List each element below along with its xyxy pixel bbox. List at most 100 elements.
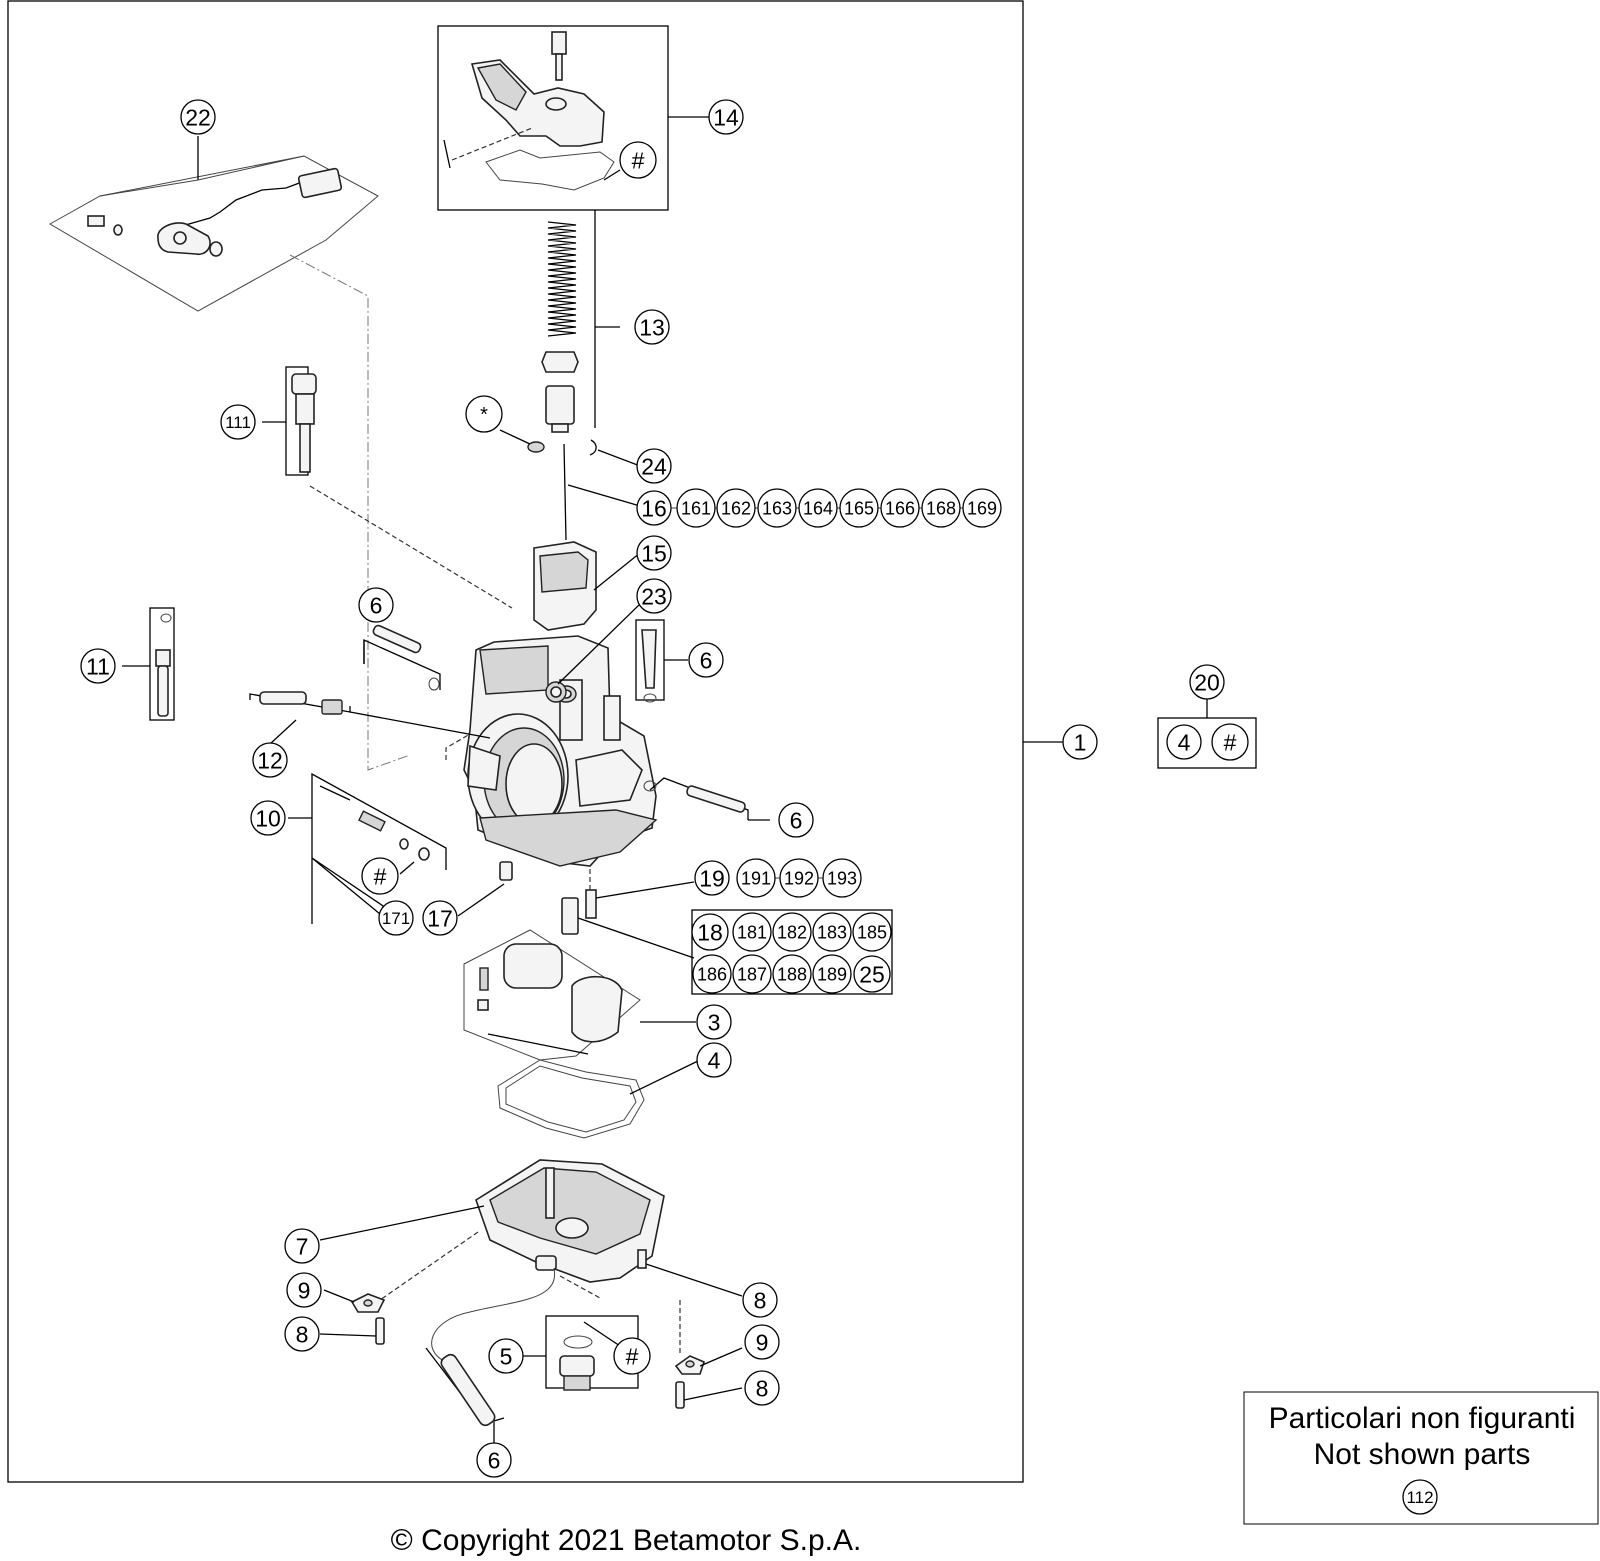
callout-hash2: # bbox=[1211, 723, 1249, 761]
callout-label: 6 bbox=[700, 647, 713, 673]
callout-c15: 15 bbox=[636, 535, 672, 571]
callout-label: 11 bbox=[86, 653, 110, 679]
callout-c1: 1 bbox=[1062, 724, 1098, 760]
part-5-drain-plug bbox=[522, 1315, 639, 1391]
callout-label: 193 bbox=[827, 868, 857, 888]
callout-circle bbox=[476, 1442, 512, 1478]
part-6-pin-right bbox=[635, 619, 688, 703]
callout-circle bbox=[736, 858, 776, 898]
callout-label: 164 bbox=[803, 498, 833, 518]
callout-label: 189 bbox=[817, 964, 847, 984]
callout-circle bbox=[696, 1042, 732, 1078]
callout-circle bbox=[465, 395, 503, 433]
callout-label: 5 bbox=[500, 1343, 513, 1369]
part-13-spring-slide bbox=[527, 210, 620, 456]
not-shown-parts-note: Particolari non figuranti Not shown part… bbox=[1243, 1391, 1599, 1525]
callout-t25: 25 bbox=[853, 955, 891, 993]
callout-c8c: 8 bbox=[744, 1370, 780, 1406]
part-9-8-left bbox=[319, 1289, 386, 1345]
callout-j161: 161 bbox=[676, 488, 716, 528]
part-11-pilot-screw bbox=[122, 607, 175, 721]
callout-j168: 168 bbox=[921, 488, 961, 528]
callout-label: 14 bbox=[713, 104, 739, 130]
callout-label: 17 bbox=[427, 905, 453, 931]
callout-j192: 192 bbox=[779, 858, 819, 898]
callout-t186: 186 bbox=[692, 954, 732, 994]
callout-circle bbox=[252, 742, 288, 778]
callout-c3: 3 bbox=[696, 1004, 732, 1040]
part-7-float-bowl bbox=[319, 1159, 743, 1301]
callout-label: 169 bbox=[967, 498, 997, 518]
callout-circle bbox=[676, 488, 716, 528]
callout-label: * bbox=[480, 404, 488, 426]
callout-label: 185 bbox=[857, 922, 887, 942]
callout-c14: 14 bbox=[708, 99, 744, 135]
part-9-8-right bbox=[674, 1300, 743, 1409]
callout-label: 163 bbox=[762, 498, 792, 518]
callout-label: 13 bbox=[639, 314, 665, 340]
callout-label: 24 bbox=[641, 453, 667, 479]
callout-label: 23 bbox=[641, 583, 667, 609]
callout-label: 10 bbox=[255, 805, 281, 831]
callout-circle bbox=[853, 955, 891, 993]
callout-hash3: # bbox=[361, 857, 399, 895]
callout-circle bbox=[732, 912, 772, 952]
callout-label: 165 bbox=[844, 498, 874, 518]
callout-label: 9 bbox=[298, 1277, 311, 1303]
callout-hash1: # bbox=[619, 141, 657, 179]
callout-circle bbox=[1166, 724, 1202, 760]
part-23-clip bbox=[545, 603, 641, 703]
callout-label: # bbox=[632, 147, 645, 173]
callout-label: 6 bbox=[488, 1447, 501, 1473]
callout-label: 192 bbox=[784, 868, 814, 888]
part-17-jet bbox=[457, 861, 513, 917]
callout-circle bbox=[694, 860, 730, 896]
callout-label: 188 bbox=[777, 964, 807, 984]
callout-circle bbox=[716, 488, 756, 528]
callout-c24: 24 bbox=[636, 448, 672, 484]
callout-label: 111 bbox=[225, 413, 251, 432]
callout-circle bbox=[1062, 724, 1098, 760]
callout-label: 1 bbox=[1074, 729, 1087, 755]
callout-t182: 182 bbox=[772, 912, 812, 952]
callout-label: 8 bbox=[296, 1321, 309, 1347]
callout-label: 12 bbox=[257, 747, 283, 773]
callout-label: 8 bbox=[756, 1375, 769, 1401]
part-15-throttle-slide bbox=[533, 541, 641, 631]
callout-j169: 169 bbox=[962, 488, 1002, 528]
callout-circle bbox=[696, 1004, 732, 1040]
callout-c11: 11 bbox=[80, 648, 116, 684]
part-6-pin-middle bbox=[643, 777, 770, 821]
note-part-112: 112 bbox=[1406, 1488, 1433, 1507]
callout-label: 6 bbox=[790, 807, 803, 833]
callout-circle bbox=[613, 1337, 651, 1375]
callout-circle bbox=[779, 858, 819, 898]
callout-t189: 189 bbox=[812, 954, 852, 994]
callout-c10: 10 bbox=[250, 800, 286, 836]
callout-c8a: 8 bbox=[284, 1316, 320, 1352]
callout-label: 9 bbox=[756, 1329, 769, 1355]
part-3-float bbox=[463, 929, 696, 1061]
callout-circle bbox=[180, 99, 216, 135]
callout-circle bbox=[744, 1324, 780, 1360]
part-10-air-screw bbox=[288, 733, 471, 924]
callout-circle bbox=[880, 488, 920, 528]
callout-label: # bbox=[1224, 729, 1237, 755]
callout-label: 191 bbox=[741, 868, 771, 888]
callout-c17: 17 bbox=[422, 900, 458, 936]
callout-t187: 187 bbox=[732, 954, 772, 994]
callout-circle bbox=[744, 1370, 780, 1406]
callout-circle bbox=[619, 141, 657, 179]
callout-label: # bbox=[374, 863, 387, 889]
callout-label: 16 bbox=[641, 495, 667, 521]
callout-label: 18 bbox=[697, 919, 723, 945]
callout-c23: 23 bbox=[636, 578, 672, 614]
callout-circle bbox=[692, 954, 732, 994]
callout-c9a: 9 bbox=[286, 1272, 322, 1308]
callout-c8b: 8 bbox=[742, 1282, 778, 1318]
part-18-19-jets bbox=[561, 866, 695, 959]
part-12-screw-spring bbox=[249, 691, 491, 745]
callout-c6b: 6 bbox=[688, 642, 724, 678]
callout-circle bbox=[822, 858, 862, 898]
